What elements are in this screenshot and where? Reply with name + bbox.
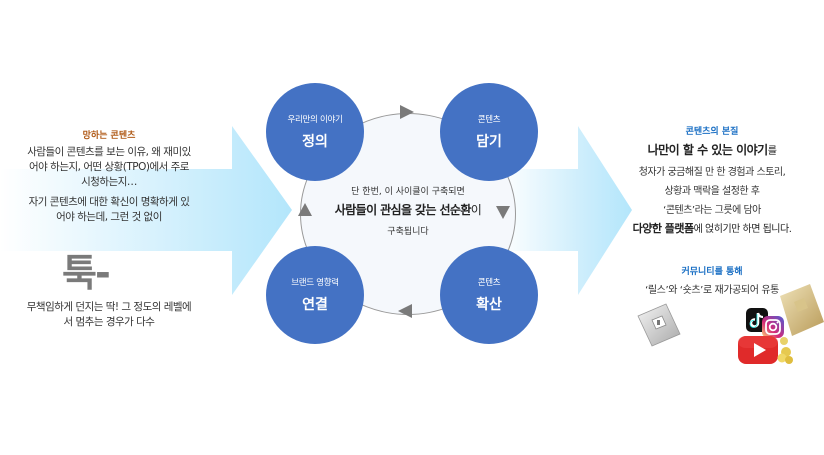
gold-play-button-icon (780, 284, 824, 336)
left-bottom-line: 서 멈추는 경우가 다수 (63, 316, 155, 328)
failing-content-section: 망하는 콘텐츠 사람들이 콘텐츠를 보는 이유, 왜 재미있 어야 하는지, 어… (0, 128, 218, 225)
section-title-essence: 콘텐츠의 본질 (685, 127, 739, 137)
left-text-line: 어야 하는데, 그런 것 없이 (56, 211, 162, 223)
step-spread: 콘텐츠 확산 (440, 246, 538, 344)
cycle-center-text: 단 한번, 이 사이클이 구축되면 사람들이 관심을 갖는 선순환이 구축됩니다 (318, 184, 498, 237)
step-define: 우리만의 이야기 정의 (266, 83, 364, 181)
essence-line: 청자가 궁금해질 만 한 경험과 스토리, (638, 167, 786, 178)
step-contain: 콘텐츠 담기 (440, 83, 538, 181)
silver-play-button-icon (637, 303, 681, 347)
center-line-2: 사람들이 관심을 갖는 선순환이 (318, 201, 498, 218)
cycle-arrow-left-icon (398, 304, 412, 318)
left-bottom-line: 무책임하게 던지는 딱! 그 정도의 레벨에 (26, 301, 192, 313)
platform-suffix: 에 얹히기만 하면 됩니다. (693, 224, 792, 235)
cycle-arrow-up-icon (298, 203, 312, 216)
left-text-line: 자기 콘텐츠에 대한 확신이 명확하게 있 (28, 196, 190, 208)
section-title-community: 커뮤니티를 통해 (681, 267, 743, 277)
essence-headline: 나만이 할 수 있는 이야기를 (600, 141, 824, 158)
left-bottom-text: 무책임하게 던지는 딱! 그 정도의 레벨에 서 멈추는 경우가 다수 (0, 300, 218, 330)
center-line-3: 구축됩니다 (387, 227, 429, 237)
headline-bold: 나만이 할 수 있는 이야기 (647, 143, 769, 157)
step-main-label: 담기 (476, 134, 502, 150)
center-line-1: 단 한번, 이 사이클이 구축되면 (351, 187, 465, 197)
step-main-label: 연결 (302, 297, 328, 313)
content-essence-section: 콘텐츠의 본질 나만이 할 수 있는 이야기를 청자가 궁금해질 만 한 경험과… (600, 124, 824, 236)
instagram-icon (762, 316, 784, 338)
coins-icon (777, 337, 793, 364)
emphasis-text: 툭- (62, 251, 111, 295)
section-title-failing: 망하는 콘텐츠 (82, 131, 136, 141)
left-flow-arrow (0, 126, 292, 295)
center-bold-text: 사람들이 관심을 갖는 선순환 (334, 203, 472, 217)
step-sub-label: 우리만의 이야기 (287, 115, 343, 125)
cycle-arrow-down-icon (496, 206, 510, 219)
left-text-line: 사람들이 콘텐츠를 보는 이유, 왜 재미있 (27, 146, 191, 158)
step-main-label: 정의 (302, 134, 328, 150)
left-text-line: 시청하는지… (81, 176, 137, 188)
cycle-arrow-right-icon (400, 105, 414, 119)
step-connect: 브랜드 영향력 연결 (266, 246, 364, 344)
headline-suffix: 를 (767, 146, 777, 157)
step-sub-label: 콘텐츠 (477, 115, 501, 125)
platform-bold: 다양한 플랫폼 (632, 222, 695, 235)
center-suffix: 이 (470, 203, 482, 217)
essence-last-line: 다양한 플랫폼에 얹히기만 하면 됩니다. (600, 220, 824, 236)
essence-line: 상황과 맥락을 설정한 후 (664, 186, 760, 197)
community-section: 커뮤니티를 통해 ‘릴스’와 ‘숏츠’로 재가공되어 유통 (600, 264, 824, 296)
step-sub-label: 콘텐츠 (477, 278, 501, 288)
essence-line: ‘콘텐츠’라는 그릇에 담아 (663, 205, 761, 216)
step-sub-label: 브랜드 영향력 (291, 278, 339, 288)
community-line: ‘릴스’와 ‘숏츠’로 재가공되어 유통 (645, 285, 779, 296)
right-flow-arrow (500, 126, 632, 295)
step-main-label: 확산 (476, 297, 502, 313)
left-text-line: 어야 하는지, 어떤 상황(TPO)에서 주로 (29, 161, 189, 173)
youtube-icon (738, 336, 778, 364)
